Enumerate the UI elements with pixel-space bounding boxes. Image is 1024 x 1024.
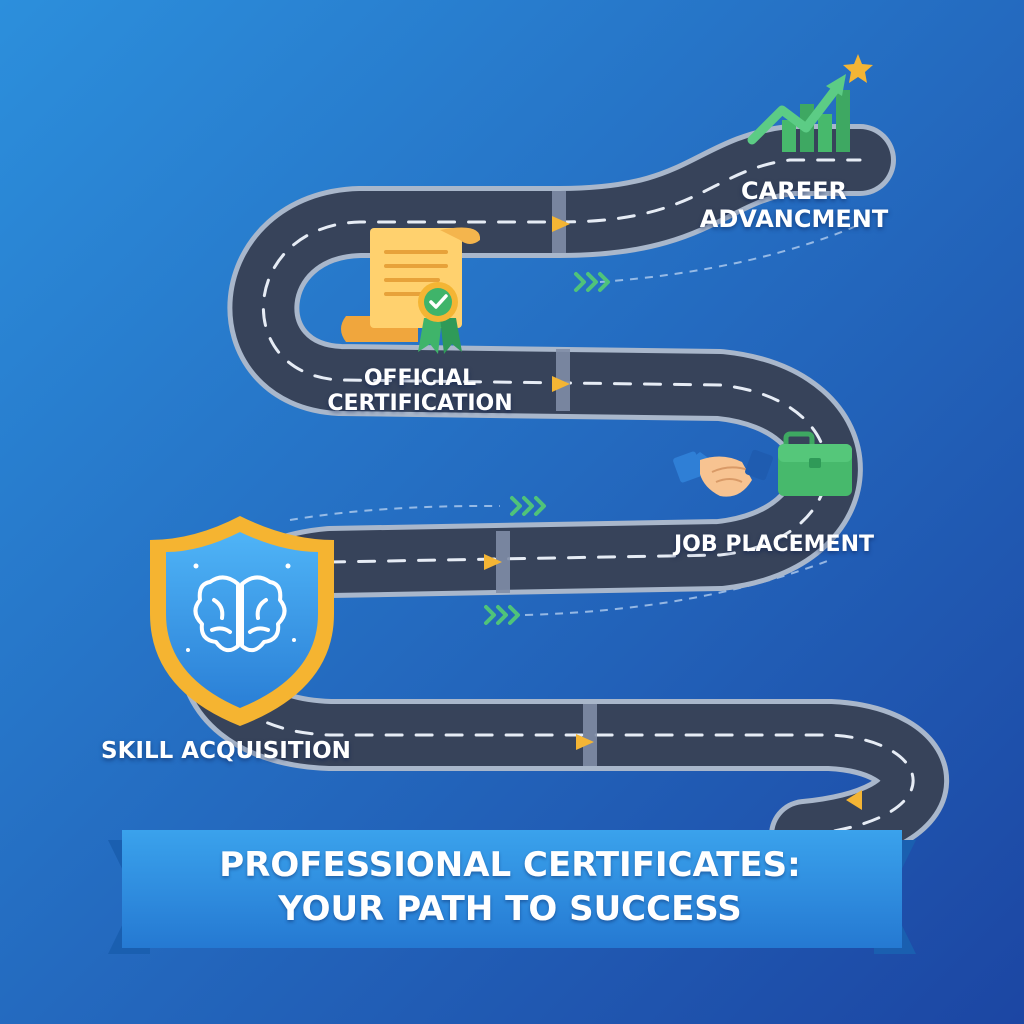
milestone-label-line: ADVANCMENT [699,204,889,233]
milestone-label-line: CAREER [741,177,847,205]
arrow-icon [576,734,594,750]
banner-title-line-2: YOUR PATH TO SUCCESS [278,889,742,930]
handshake-briefcase-icon [673,431,852,497]
arrow-icon [552,376,570,392]
chevrons-icon [574,272,610,292]
shield-brain-icon [150,516,334,726]
arrow-icon [484,554,502,570]
title-banner [108,830,916,954]
banner-title-line-1: PROFESSIONAL CERTIFICATES: [219,845,801,885]
milestone-label-line: CERTIFICATION [327,391,513,417]
direction-arrows [484,216,862,810]
certificate-scroll-icon [341,227,481,354]
side-trails [289,219,871,616]
milestone-label-certification: OFFICIAL CERTIFICATION [315,366,525,417]
arrow-icon [552,216,570,232]
milestone-label-skill: SKILL ACQUISITION [101,738,351,764]
growth-chart-star-icon [747,54,873,152]
chevrons-icon [510,496,546,516]
chevron-markers [484,272,610,625]
arrow-icon [846,790,862,810]
chevrons-icon [484,605,520,625]
milestone-label-line: SKILL ACQUISITION [101,738,351,764]
road-checkpoints [496,191,597,766]
milestone-label-career: CAREER ADVANCMENT [694,177,894,233]
banner-title: PROFESSIONAL CERTIFICATES: YOUR PATH TO … [150,843,870,931]
milestone-label-job: JOB PLACEMENT [674,532,874,557]
milestone-label-line: JOB PLACEMENT [674,532,874,557]
milestone-label-line: OFFICIAL [363,366,477,391]
